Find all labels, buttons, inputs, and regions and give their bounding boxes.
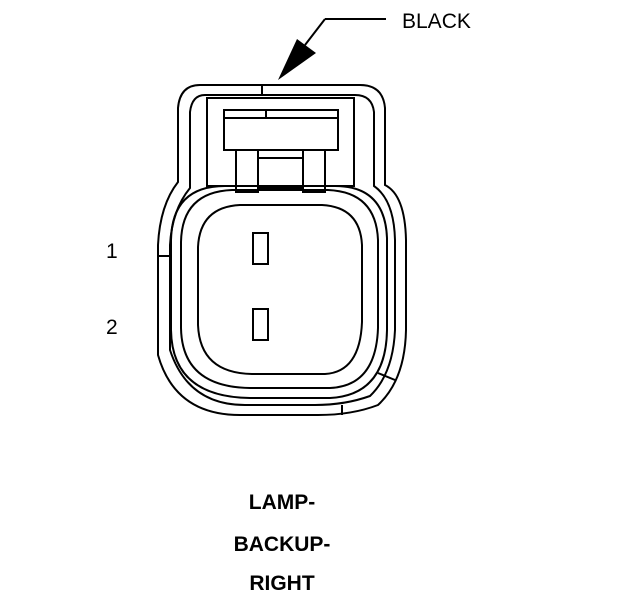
connector-title-line-3: RIGHT <box>249 572 315 595</box>
pin-cavities <box>252 232 269 341</box>
latch-arm-left <box>235 149 259 193</box>
leader-diagonal <box>304 18 326 46</box>
pin-cavity-1 <box>252 232 269 265</box>
color-leader <box>278 18 386 80</box>
shell-tick-right <box>377 372 396 381</box>
face-frame <box>170 185 388 399</box>
latch-frame <box>206 97 355 187</box>
wire-color-label: BLACK <box>402 10 471 33</box>
connector-housing <box>157 84 407 416</box>
connector-title-line-2: BACKUP- <box>233 533 331 556</box>
latch-arm-right <box>302 149 326 193</box>
latch-top <box>223 109 339 151</box>
connector-title-line-1: LAMP- <box>248 491 316 514</box>
outer-shell <box>157 84 407 416</box>
pin-1-label: 1 <box>106 240 118 263</box>
leader-arrowhead <box>278 39 316 80</box>
pin-cavity-2 <box>252 308 269 341</box>
face-inner <box>197 204 363 375</box>
middle-shell <box>169 94 396 406</box>
face-outer <box>180 189 379 389</box>
pin-2-label: 2 <box>106 316 118 339</box>
